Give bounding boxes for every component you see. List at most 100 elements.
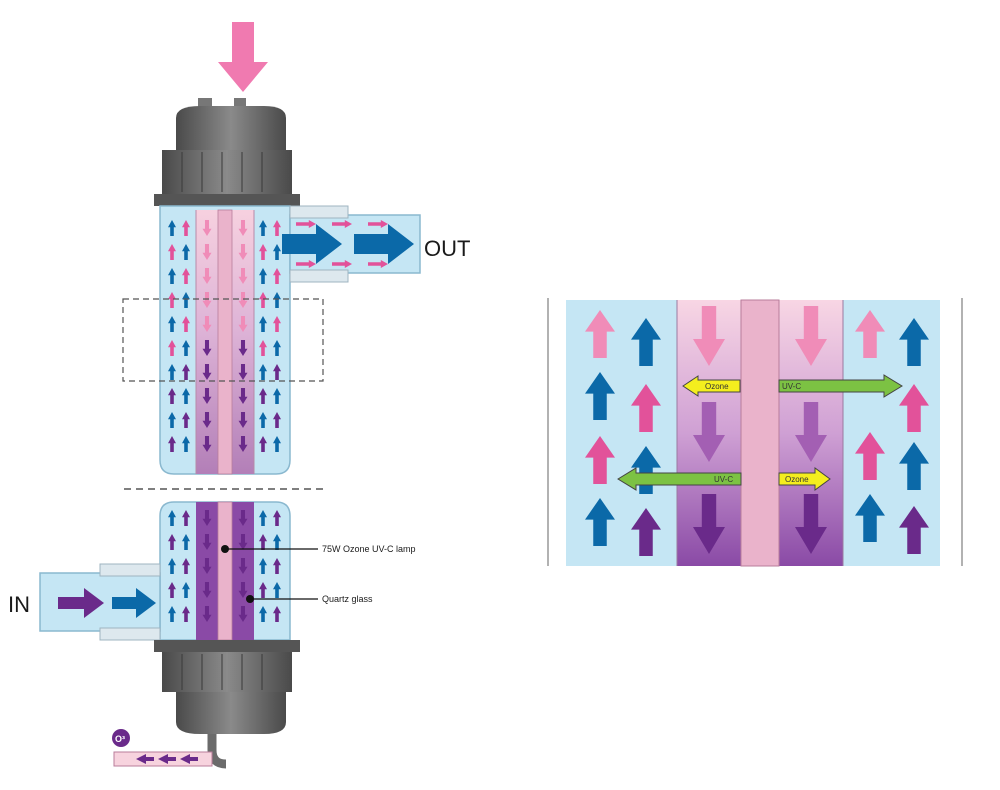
water-flow-arrow <box>182 364 190 380</box>
detail-ozone-arrow <box>693 494 725 554</box>
water-flow-arrow <box>168 558 176 574</box>
detail-uvc-tag-right: UV-C <box>778 374 903 398</box>
detail-water-arrow <box>899 384 929 432</box>
ozone-down-arrow <box>238 340 248 356</box>
water-flow-arrow <box>168 510 176 526</box>
upper-flow-arrows <box>168 220 281 452</box>
water-flow-arrow <box>168 436 176 452</box>
detail-ozone-tag-right: Ozone <box>778 467 831 491</box>
ozone-down-arrow <box>238 388 248 404</box>
water-flow-arrow <box>182 534 190 550</box>
water-flow-arrow <box>168 388 176 404</box>
detail-ozone-arrow <box>693 402 725 462</box>
detail-water-arrow <box>899 318 929 366</box>
detail-water-arrow <box>585 436 615 484</box>
detail-water-arrow <box>585 372 615 420</box>
outlet-flow-arrows <box>282 220 414 268</box>
ozone-down-arrow <box>202 220 212 236</box>
outlet-pink-arrow <box>332 220 352 228</box>
ozone-down-arrow <box>238 534 248 550</box>
detail-water-arrow <box>855 494 885 542</box>
outlet-pink-arrows <box>296 220 388 268</box>
ozone-drain-pipe <box>113 751 213 767</box>
detail-uvc-right-text: UV-C <box>782 382 801 391</box>
water-flow-arrow <box>182 340 190 356</box>
ozone-down-arrow <box>202 606 212 622</box>
water-flow-arrow <box>259 558 267 574</box>
detail-water-arrow <box>631 318 661 366</box>
water-flow-arrow <box>168 220 176 236</box>
ozone-down-arrow <box>238 510 248 526</box>
water-flow-arrow <box>182 268 190 284</box>
detail-water-arrow <box>585 310 615 358</box>
water-flow-arrow <box>168 316 176 332</box>
ozone-down-arrow <box>238 558 248 574</box>
ozone-down-arrow <box>202 340 212 356</box>
water-flow-arrow <box>259 316 267 332</box>
water-flow-arrow <box>273 316 281 332</box>
ozone-down-arrow <box>238 436 248 452</box>
outlet-pink-arrow <box>332 260 352 268</box>
water-flow-arrow <box>273 268 281 284</box>
outlet-pink-arrow <box>368 220 388 228</box>
water-flow-arrow <box>273 220 281 236</box>
water-flow-arrow <box>182 582 190 598</box>
detail-water-arrow <box>631 384 661 432</box>
detail-water-arrow <box>855 432 885 480</box>
bottom-cap <box>154 640 300 769</box>
water-flow-arrow <box>273 244 281 260</box>
quartz-label: Quartz glass <box>322 594 373 604</box>
detail-water-arrow <box>855 310 885 358</box>
detail-water-arrow <box>631 508 661 556</box>
out-label: OUT <box>424 236 470 261</box>
detail-water-arrow <box>585 498 615 546</box>
ozone-down-arrow <box>238 268 248 284</box>
water-flow-arrow <box>259 340 267 356</box>
water-flow-arrow <box>168 582 176 598</box>
water-flow-arrow <box>273 412 281 428</box>
water-flow-arrow <box>273 436 281 452</box>
ozone-down-arrow <box>202 412 212 428</box>
detail-water-arrow <box>631 446 661 494</box>
ozone-down-arrow <box>238 316 248 332</box>
water-flow-arrow <box>168 268 176 284</box>
ozone-down-arrow <box>202 436 212 452</box>
ozone-down-arrow <box>202 364 212 380</box>
water-flow-arrow <box>273 558 281 574</box>
ozone-down-arrow <box>238 244 248 260</box>
inlet-flow-arrows <box>58 588 156 618</box>
water-flow-arrow <box>182 412 190 428</box>
ozone-down-arrow <box>202 292 212 308</box>
water-flow-arrow <box>273 292 281 308</box>
water-flow-arrow <box>168 244 176 260</box>
detail-ozone-arrow <box>795 402 827 462</box>
outlet-pink-arrow <box>368 260 388 268</box>
ozone-down-arrow <box>238 364 248 380</box>
water-flow-arrow <box>168 292 176 308</box>
water-flow-arrow <box>259 582 267 598</box>
water-flow-arrow <box>259 534 267 550</box>
detail-ozone-left-text: Ozone <box>705 382 729 391</box>
zoom-detail-panel <box>547 298 963 567</box>
water-flow-arrow <box>182 244 190 260</box>
detail-water-arrow <box>899 506 929 554</box>
detail-ozone-arrow <box>795 306 827 366</box>
water-flow-arrow <box>273 340 281 356</box>
water-flow-arrow <box>259 364 267 380</box>
detail-ozone-right-text: Ozone <box>785 475 809 484</box>
lamp-label: 75W Ozone UV-C lamp <box>322 544 416 554</box>
water-flow-arrow <box>273 606 281 622</box>
ozone-down-arrow <box>238 412 248 428</box>
water-flow-arrow <box>182 510 190 526</box>
detail-ozone-arrow <box>795 494 827 554</box>
water-flow-arrow <box>168 340 176 356</box>
ozone-down-arrow <box>202 510 212 526</box>
detail-flow-arrows <box>585 306 929 556</box>
water-flow-arrow <box>168 534 176 550</box>
quartz-callout <box>246 595 318 603</box>
ozone-down-arrow <box>238 220 248 236</box>
water-flow-arrow <box>273 582 281 598</box>
water-flow-arrow <box>182 388 190 404</box>
ozone-down-arrow <box>202 558 212 574</box>
water-flow-arrow <box>259 436 267 452</box>
